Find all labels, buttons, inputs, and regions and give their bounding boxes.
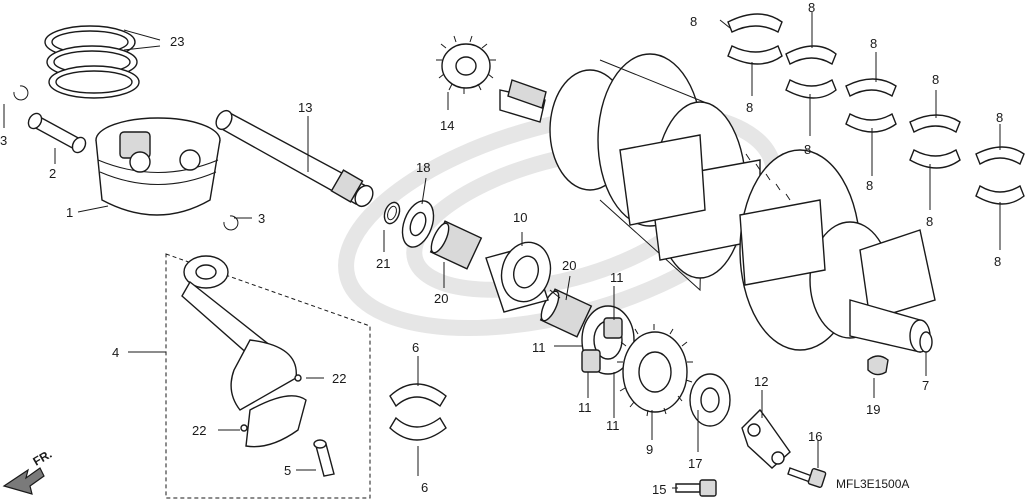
callout-11-left: 11 [532,340,546,355]
callout-8-10: 8 [994,254,1001,269]
callout-18: 18 [416,160,430,175]
callout-7: 7 [922,378,929,393]
main-bearing-4 [909,114,961,169]
callout-8-9: 8 [996,110,1003,125]
callout-20-right: 20 [562,258,576,273]
leader-lines [3,12,1001,489]
callout-22-lower: 22 [192,423,206,438]
callout-11-lower-left: 11 [578,400,592,415]
callout-3-left: 3 [0,133,7,148]
callout-10: 10 [513,210,527,225]
callout-8-3: 8 [808,0,815,15]
rod-bolt [313,439,335,477]
bolt-16 [787,467,827,488]
main-bearing-5 [975,146,1025,205]
callout-11-top: 11 [610,270,624,285]
callout-2: 2 [49,166,56,181]
needle-bearing-b [539,288,593,338]
front-direction-label: FR. [31,447,55,469]
circlip [383,201,401,225]
callout-8-1: 8 [690,14,697,29]
rod-nut [240,374,302,432]
crankpin-end [919,331,933,353]
gear-spring-halves [581,305,635,375]
callout-8-6: 8 [866,178,873,193]
crankshaft [499,53,936,353]
thrust-washer [401,200,435,248]
balancer-shaft [215,109,374,208]
connecting-rod-group [165,253,371,499]
callout-11-lower-right: 11 [606,418,620,433]
callout-6-top: 6 [412,340,419,355]
callout-8-7: 8 [932,72,939,87]
callout-1: 1 [66,205,73,220]
callout-20-left: 20 [434,291,448,306]
piston [95,117,221,216]
callout-19: 19 [866,402,880,417]
washer-17 [689,373,731,427]
callout-21: 21 [376,256,390,271]
callout-15: 15 [652,482,666,497]
callout-8-2: 8 [746,100,753,115]
callout-12: 12 [754,374,768,389]
piston-pin [27,112,87,154]
diagram-code: MFL3E1500A [836,477,909,491]
callout-8-5: 8 [870,36,877,51]
gear-bushing [485,241,552,313]
callout-3-right: 3 [258,211,265,226]
callout-13: 13 [298,100,312,115]
balancer-drive-gear [617,324,693,417]
bolt-15 [675,479,717,497]
callout-labels: 23 3 2 1 3 4 5 6 6 7 8 8 8 8 8 8 8 8 8 8… [0,0,1003,497]
rod-bearing [389,383,447,441]
callout-17: 17 [688,456,702,471]
callout-22-upper: 22 [332,371,346,386]
main-bearing-1 [727,13,783,65]
callout-8-8: 8 [926,214,933,229]
front-direction-arrow-icon [2,467,45,495]
callout-6-bottom: 6 [421,480,428,495]
callout-14: 14 [440,118,454,133]
main-bearing-3 [845,78,897,133]
callout-4: 4 [112,345,119,360]
callout-5: 5 [284,463,291,478]
callout-9: 9 [646,442,653,457]
piston-pin-clip [13,85,239,231]
woodruff-key [867,355,889,376]
callout-16: 16 [808,429,822,444]
primary-drive-gear [436,35,496,94]
main-bearing-2 [785,45,837,99]
callout-8-4: 8 [804,142,811,157]
tensioner-arm [741,408,791,469]
piston-rings [44,25,140,99]
callout-23: 23 [170,34,184,49]
needle-bearing-a [429,220,483,270]
